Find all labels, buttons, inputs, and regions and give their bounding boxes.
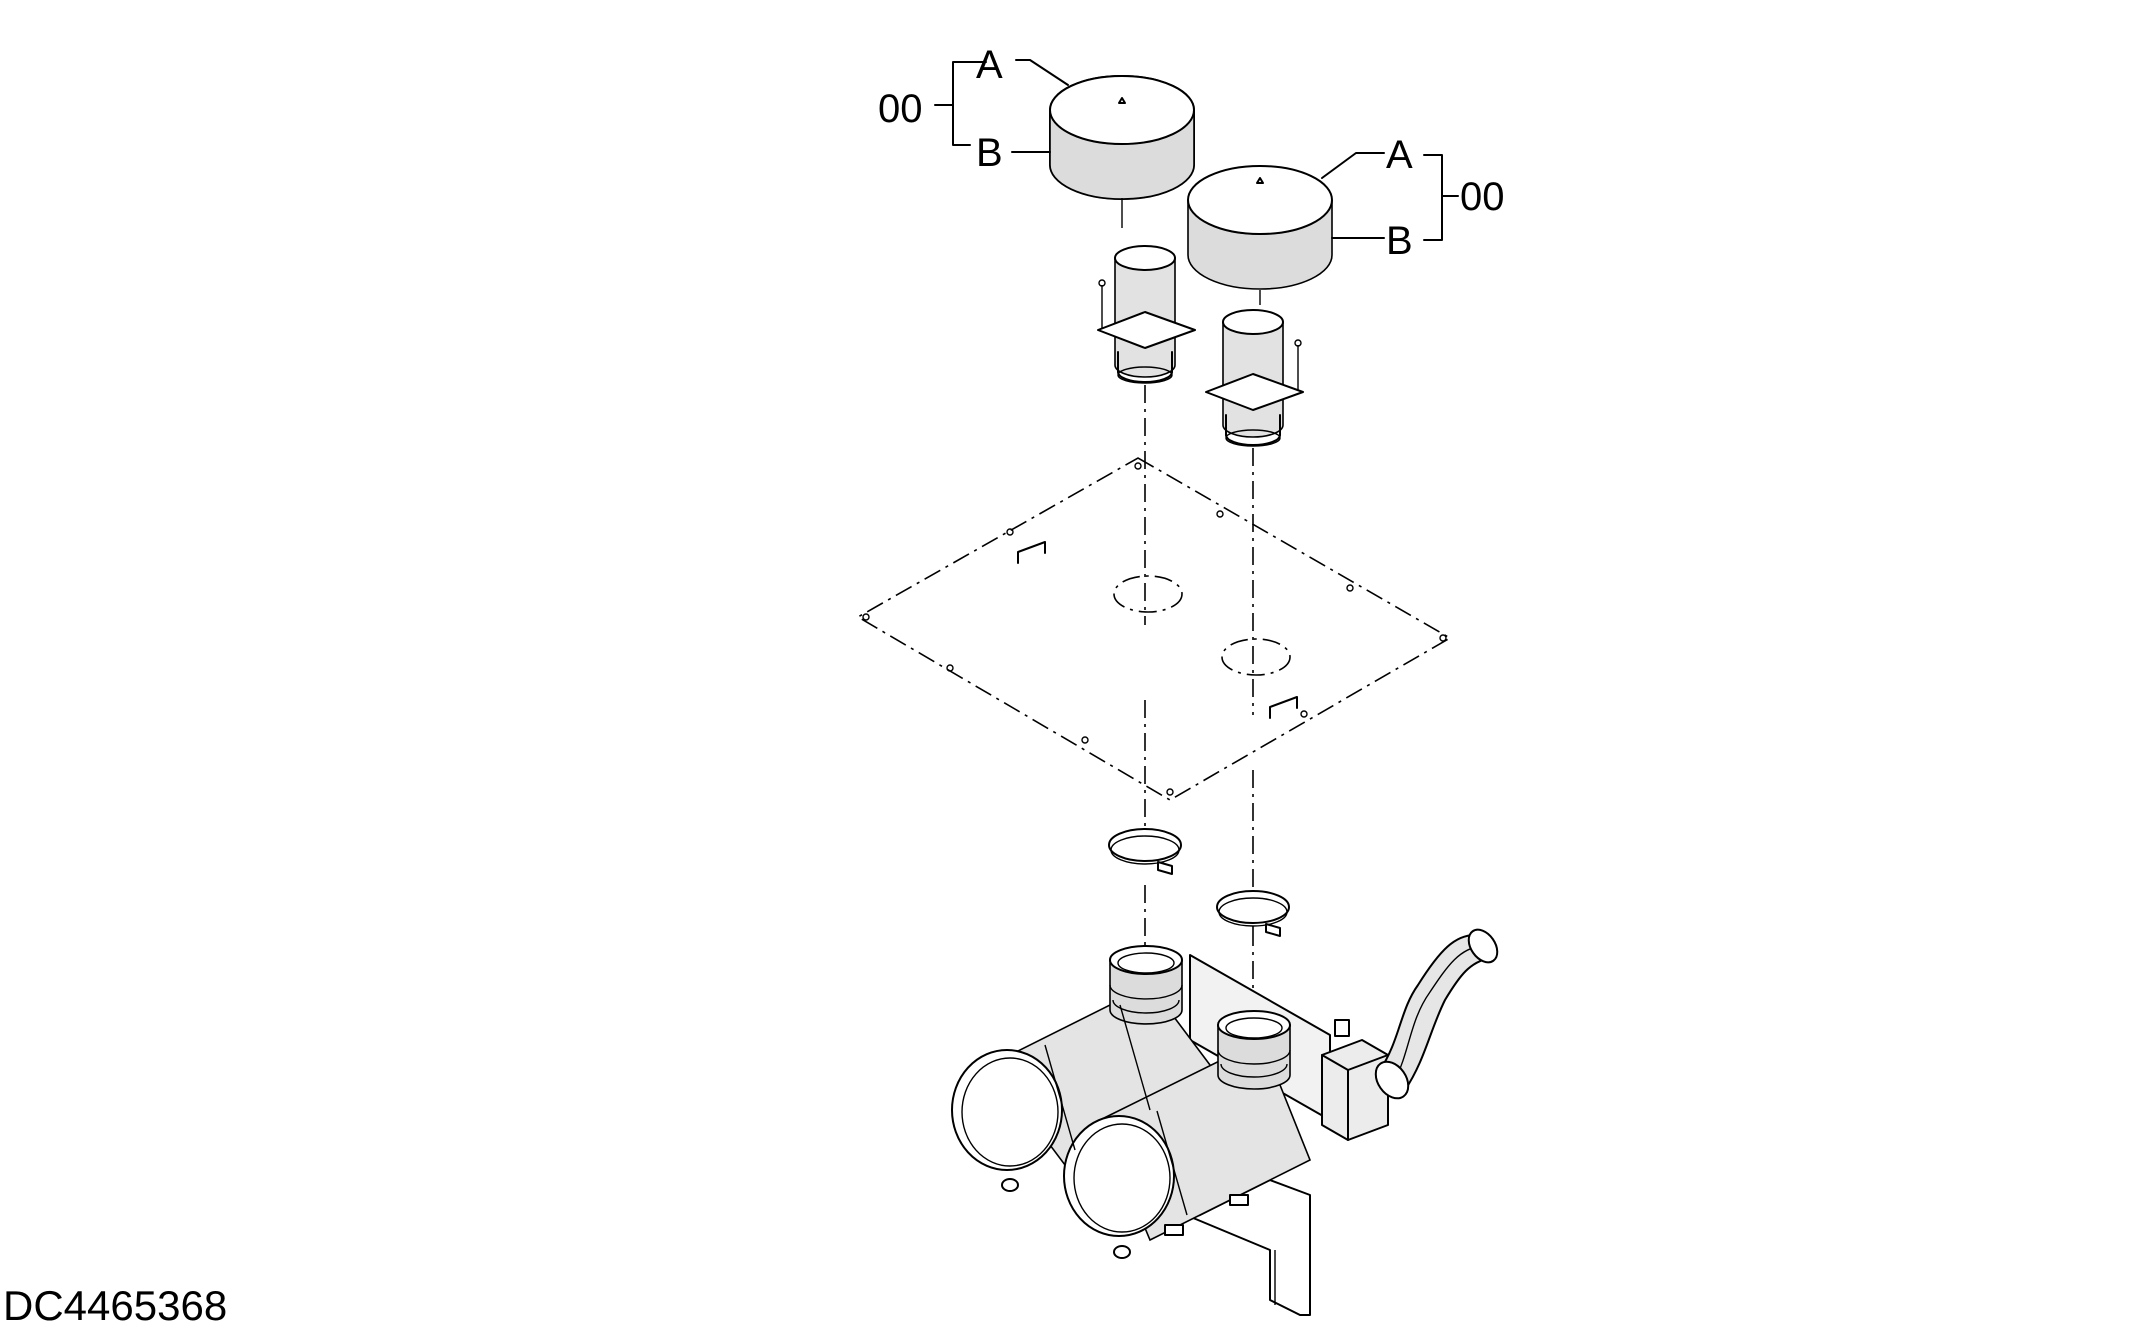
hose-clamp-left: [1108, 828, 1182, 875]
drawing-number: DC4465368: [3, 1282, 227, 1329]
air-cleaner-assembly: [951, 928, 1499, 1316]
precleaner-cap-left: [1049, 75, 1195, 200]
callout-label-b-right: B: [1386, 219, 1413, 263]
callout-bracket-left: A B 00: [878, 43, 1069, 175]
precleaner-cap-right: [1187, 165, 1333, 290]
callout-label-a-left: A: [976, 43, 1003, 87]
inlet-pipe-left: [1097, 245, 1196, 384]
inlet-pipe-right: [1205, 309, 1304, 447]
callout-bracket-right: A B 00: [1321, 133, 1505, 263]
callout-label-b-left: B: [976, 131, 1003, 175]
hose-clamp-right: [1216, 890, 1290, 937]
callout-group-left: 00: [878, 87, 923, 131]
callout-group-right: 00: [1460, 175, 1505, 219]
callout-label-a-right: A: [1386, 133, 1413, 177]
center-lines: [1121, 198, 1261, 1000]
mounting-plate: [856, 457, 1452, 801]
